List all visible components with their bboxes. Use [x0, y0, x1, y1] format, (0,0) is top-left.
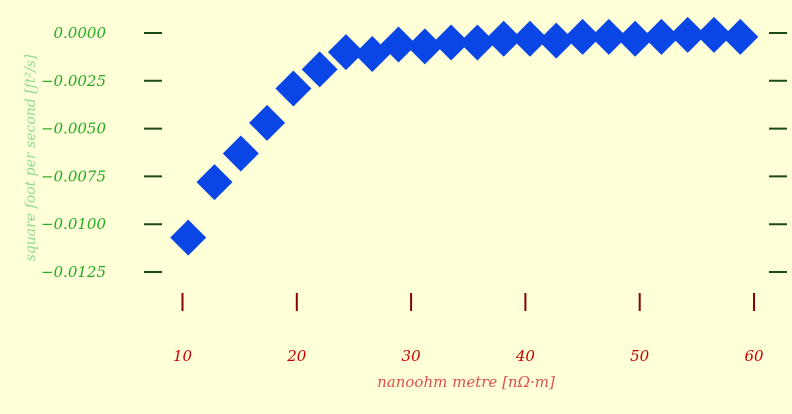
data-point-diamond — [538, 22, 575, 59]
x-tick-label: 50 — [630, 347, 650, 365]
x-axis-ticks — [181, 293, 755, 311]
data-point-diamond — [564, 18, 601, 55]
x-axis-tick-labels: 10 20 30 40 50 60 — [173, 347, 764, 365]
x-tick-label: 30 — [402, 347, 422, 365]
y-axis-ticks-left — [144, 32, 162, 273]
data-point-diamond — [722, 18, 759, 55]
data-point-diamond — [406, 28, 443, 65]
y-tick-label: −0.0075 — [41, 167, 106, 185]
x-tick-label: 20 — [286, 347, 307, 365]
y-axis-tick-labels: 0.0000 −0.0025 −0.0050 −0.0075 −0.0100 −0.012… — [41, 24, 107, 281]
data-point-diamond — [433, 24, 470, 61]
y-axis-title: square foot per second [ft²/s] — [23, 54, 39, 261]
x-tick-label: 60 — [744, 347, 764, 365]
data-point-diamond — [669, 16, 706, 53]
data-point-diamond — [590, 18, 627, 55]
data-point-diamond — [275, 70, 312, 107]
data-point-diamond — [327, 34, 364, 71]
y-tick-label: −0.0125 — [41, 263, 106, 281]
data-point-diamond — [249, 104, 286, 141]
data-point-diamond — [170, 219, 207, 256]
data-points — [170, 16, 759, 256]
data-point-diamond — [459, 24, 496, 61]
data-point-diamond — [380, 26, 417, 63]
data-point-diamond — [222, 135, 259, 172]
y-tick-label: 0.0000 — [54, 24, 107, 42]
data-point-diamond — [196, 164, 233, 201]
y-tick-label: −0.0050 — [41, 120, 107, 138]
data-point-diamond — [485, 20, 522, 57]
data-point-diamond — [511, 20, 548, 57]
data-point-diamond — [617, 20, 654, 57]
x-tick-label: 40 — [515, 347, 536, 365]
x-tick-label: 10 — [173, 347, 193, 365]
y-tick-label: −0.0100 — [41, 215, 107, 233]
y-axis-ticks-right — [769, 32, 787, 273]
data-point-diamond — [643, 18, 680, 55]
y-tick-label: −0.0025 — [41, 72, 106, 90]
data-point-diamond — [301, 51, 338, 88]
x-axis-title: nanoohm metre [nΩ·m] — [377, 373, 555, 391]
data-point-diamond — [695, 16, 732, 53]
